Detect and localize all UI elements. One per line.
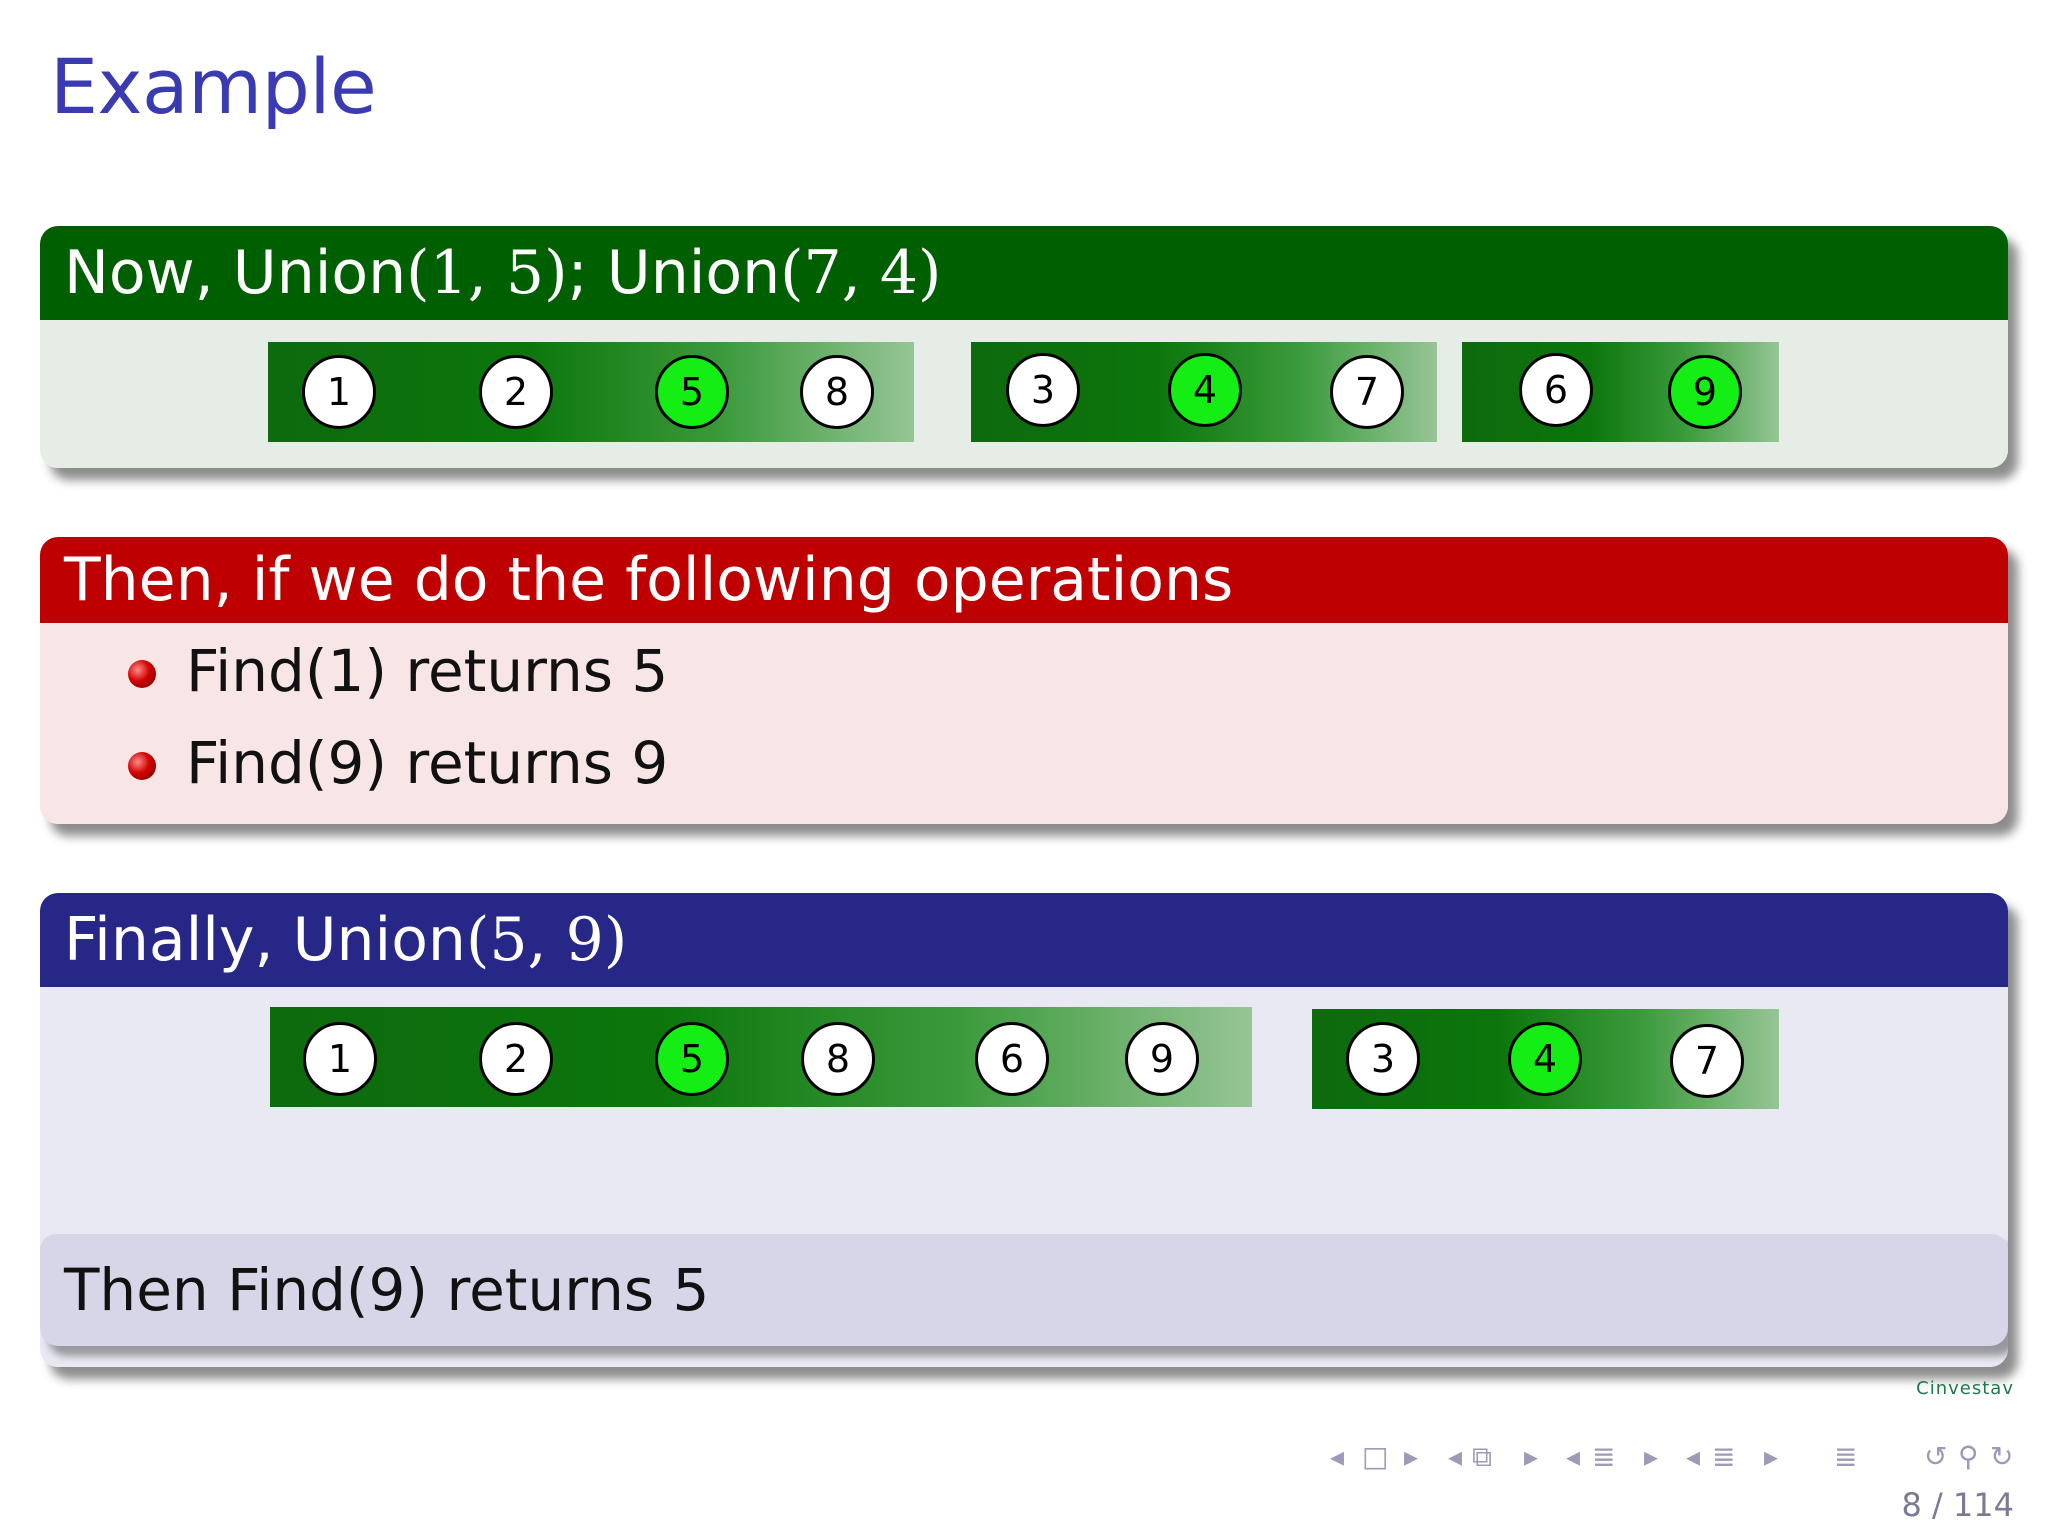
result-text: Then Find(9) returns 5 — [64, 1256, 710, 1324]
undo-icon[interactable]: ↺ — [1924, 1440, 1948, 1473]
bullet-icon — [128, 660, 156, 688]
root-node: 4 — [1168, 353, 1242, 427]
nav-left-icon[interactable]: ◂ — [1686, 1440, 1701, 1473]
align-icon[interactable]: ≣ — [1834, 1440, 1858, 1473]
list-item: Find(1) returns 5 — [40, 637, 940, 707]
nav-left-icon[interactable]: ◂ — [1330, 1440, 1345, 1473]
set-node: 8 — [800, 355, 874, 429]
heading-text: Finally, Union — [64, 905, 466, 975]
heading-text: Now, Union — [64, 238, 407, 308]
union-block-heading: Now, Union(1, 5); Union(7, 4) — [40, 226, 2008, 320]
set-node: 3 — [1006, 353, 1080, 427]
final-block-body: 1 2 5 8 6 9 3 4 7 Then Find(9) returns 5 — [40, 987, 2008, 1367]
root-node: 5 — [655, 355, 729, 429]
root-node: 4 — [1508, 1022, 1582, 1096]
set-group: 1 2 5 8 — [268, 342, 914, 442]
section-icon[interactable]: ≣ — [1712, 1440, 1736, 1473]
nav-right-icon[interactable]: ▸ — [1524, 1440, 1539, 1473]
set-node: 6 — [975, 1022, 1049, 1096]
section-icon[interactable]: ≣ — [1592, 1440, 1616, 1473]
nav-right-icon[interactable]: ▸ — [1764, 1440, 1779, 1473]
set-node: 6 — [1519, 353, 1593, 427]
search-icon[interactable]: ⚲ — [1958, 1440, 1979, 1473]
set-node: 7 — [1670, 1024, 1744, 1098]
frame-icon[interactable]: □ — [1362, 1440, 1389, 1473]
slide-title: Example — [50, 42, 377, 131]
list-item: Find(9) returns 9 — [40, 729, 940, 799]
set-node: 7 — [1330, 355, 1404, 429]
subsection-icon[interactable]: ⧉ — [1472, 1440, 1492, 1473]
set-node: 2 — [479, 1022, 553, 1096]
nav-right-icon[interactable]: ▸ — [1404, 1440, 1419, 1473]
set-group: 3 4 7 — [971, 342, 1437, 442]
redo-icon[interactable]: ↻ — [1990, 1440, 2014, 1473]
operations-block-heading: Then, if we do the following operations — [40, 537, 2008, 623]
set-node: 2 — [479, 355, 553, 429]
union-block-body: 1 2 5 8 3 4 7 6 9 — [40, 320, 2008, 468]
root-node: 9 — [1668, 355, 1742, 429]
heading-text: ; Union — [567, 238, 781, 308]
set-group: 6 9 — [1462, 342, 1779, 442]
nav-left-icon[interactable]: ◂ — [1448, 1440, 1463, 1473]
page-number: 8 / 114 — [1901, 1486, 2014, 1524]
heading-args: (1, 5) — [406, 238, 568, 308]
result-box: Then Find(9) returns 5 — [40, 1234, 2008, 1346]
list-item-text: Find(9) returns 9 — [186, 729, 669, 797]
bullet-icon — [128, 752, 156, 780]
set-node: 9 — [1125, 1022, 1199, 1096]
root-node: 5 — [655, 1022, 729, 1096]
heading-args: (5, 9) — [465, 905, 628, 975]
set-node: 1 — [303, 1022, 377, 1096]
set-node: 3 — [1346, 1022, 1420, 1096]
institution-logo: Cinvestav — [1916, 1378, 2014, 1399]
set-node: 1 — [302, 355, 376, 429]
operations-block-body: Find(1) returns 5 Find(9) returns 9 — [40, 623, 2008, 824]
set-node: 8 — [801, 1022, 875, 1096]
union-block: Now, Union(1, 5); Union(7, 4) 1 2 5 8 3 … — [40, 226, 2008, 468]
final-block-heading: Finally, Union(5, 9) — [40, 893, 2008, 987]
set-group: 1 2 5 8 6 9 — [270, 1007, 1252, 1107]
nav-right-icon[interactable]: ▸ — [1644, 1440, 1659, 1473]
heading-args: (7, 4) — [780, 238, 942, 308]
list-item-text: Find(1) returns 5 — [186, 637, 669, 705]
set-group: 3 4 7 — [1312, 1009, 1779, 1109]
nav-left-icon[interactable]: ◂ — [1566, 1440, 1581, 1473]
operations-block: Then, if we do the following operations … — [40, 537, 2008, 824]
final-block: Finally, Union(5, 9) 1 2 5 8 6 9 3 4 7 T… — [40, 893, 2008, 1367]
